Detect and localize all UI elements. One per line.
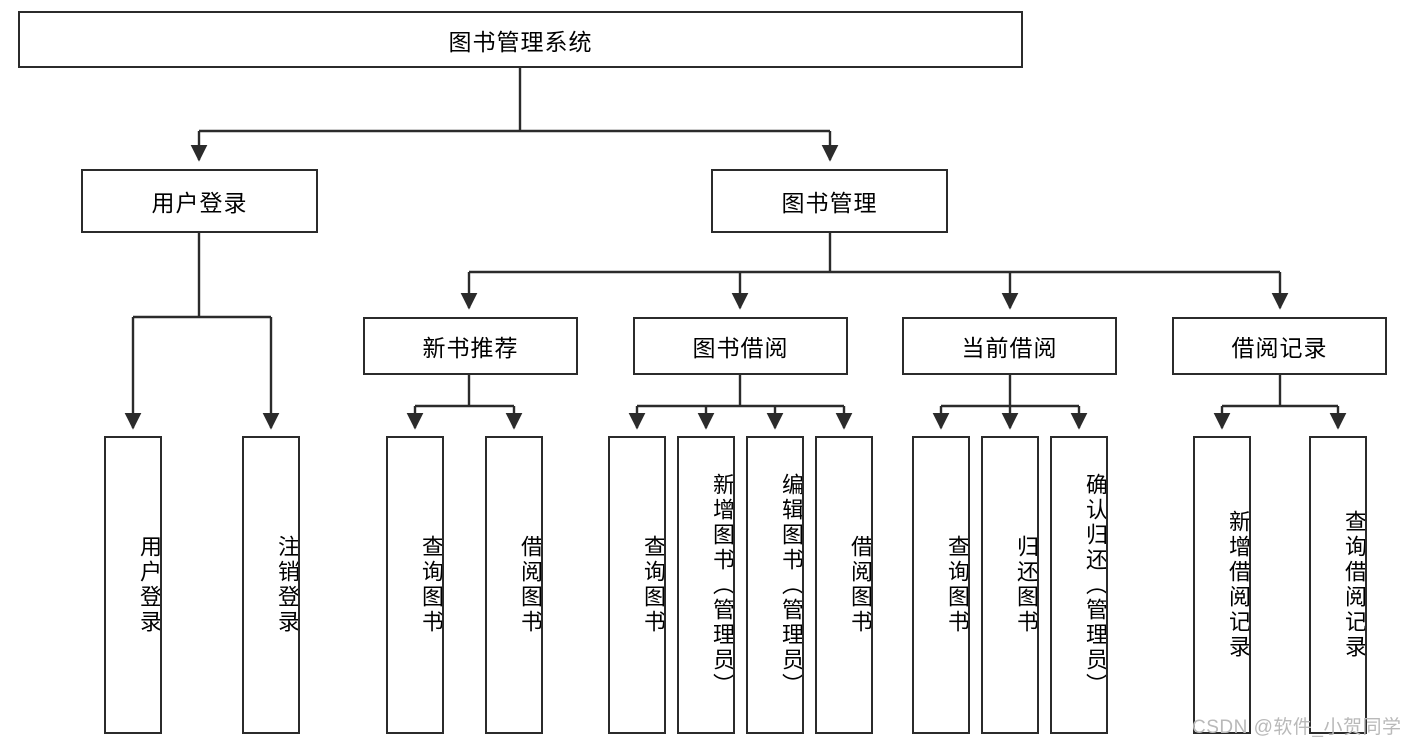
- leaf-label: 新增图书（管理员）: [710, 472, 735, 698]
- node-leaf-edit-book[interactable]: 编辑图书（管理员）: [746, 436, 804, 734]
- leaf-label: 确认归还（管理员）: [1083, 472, 1108, 698]
- leaf-label: 查询借阅记录: [1342, 510, 1367, 660]
- node-leaf-logout-login[interactable]: 注销登录: [242, 436, 300, 734]
- node-leaf-add-record[interactable]: 新增借阅记录: [1193, 436, 1251, 734]
- node-borrow-record[interactable]: 借阅记录: [1172, 317, 1387, 375]
- node-leaf-borrow-book-1[interactable]: 借阅图书: [485, 436, 543, 734]
- node-current-borrow[interactable]: 当前借阅: [902, 317, 1117, 375]
- node-book-borrow[interactable]: 图书借阅: [633, 317, 848, 375]
- leaf-label: 借阅图书: [518, 535, 543, 635]
- node-leaf-user-login[interactable]: 用户登录: [104, 436, 162, 734]
- node-leaf-query-record[interactable]: 查询借阅记录: [1309, 436, 1367, 734]
- node-leaf-query-book-3[interactable]: 查询图书: [912, 436, 970, 734]
- leaf-label: 借阅图书: [848, 535, 873, 635]
- node-leaf-add-book[interactable]: 新增图书（管理员）: [677, 436, 735, 734]
- node-leaf-return-book[interactable]: 归还图书: [981, 436, 1039, 734]
- leaf-label: 用户登录: [137, 535, 162, 635]
- leaf-label: 查询图书: [641, 535, 666, 635]
- node-root[interactable]: 图书管理系统: [18, 11, 1023, 68]
- leaf-label: 编辑图书（管理员）: [779, 472, 804, 698]
- node-book-management[interactable]: 图书管理: [711, 169, 948, 233]
- csdn-watermark: CSDN @软件_小贺同学: [1192, 717, 1402, 738]
- leaf-label: 新增借阅记录: [1226, 510, 1251, 660]
- node-leaf-query-book-1[interactable]: 查询图书: [386, 436, 444, 734]
- leaf-label: 归还图书: [1014, 535, 1039, 635]
- leaf-label: 注销登录: [275, 535, 300, 635]
- node-leaf-borrow-book-2[interactable]: 借阅图书: [815, 436, 873, 734]
- node-leaf-confirm-return[interactable]: 确认归还（管理员）: [1050, 436, 1108, 734]
- node-new-book-recommend[interactable]: 新书推荐: [363, 317, 578, 375]
- leaf-label: 查询图书: [945, 535, 970, 635]
- node-user-login[interactable]: 用户登录: [81, 169, 318, 233]
- node-leaf-query-book-2[interactable]: 查询图书: [608, 436, 666, 734]
- leaf-label: 查询图书: [419, 535, 444, 635]
